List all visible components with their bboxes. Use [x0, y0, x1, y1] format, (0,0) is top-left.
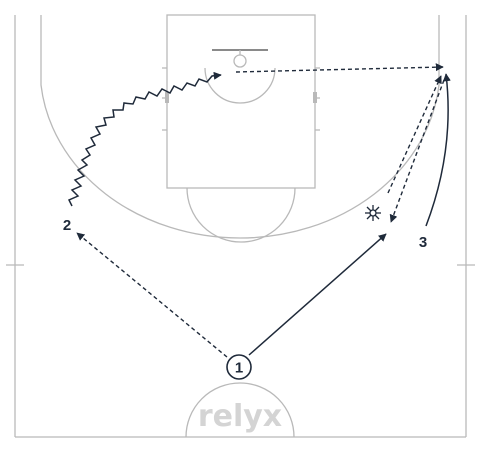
pass-3-to-top-right [387, 75, 442, 194]
free-throw-circle [186, 187, 296, 243]
center-circle [185, 382, 295, 438]
player-1-circle [226, 354, 252, 380]
paint-area [166, 14, 316, 189]
rim [233, 54, 247, 68]
block-left [165, 92, 169, 103]
player-3-label: 3 [419, 234, 427, 251]
cut-3 [425, 73, 451, 227]
player-2-label: 2 [63, 217, 71, 234]
player-1: 1 [226, 354, 252, 380]
pass-1-to-2 [76, 232, 228, 358]
pass-right-to-wing [389, 79, 445, 223]
cut-1-to-wing [248, 233, 387, 356]
court-lines [6, 14, 475, 438]
three-point-line [40, 15, 440, 239]
play-actions [67, 63, 451, 358]
dribble-path-2 [67, 71, 222, 207]
pass-top-to-right [235, 63, 444, 73]
restricted-area-arc [204, 67, 276, 104]
screen-marker-icon [365, 205, 381, 221]
player-1-label: 1 [235, 360, 243, 377]
block-right [313, 92, 317, 103]
relyx-watermark: relyx [198, 399, 282, 434]
